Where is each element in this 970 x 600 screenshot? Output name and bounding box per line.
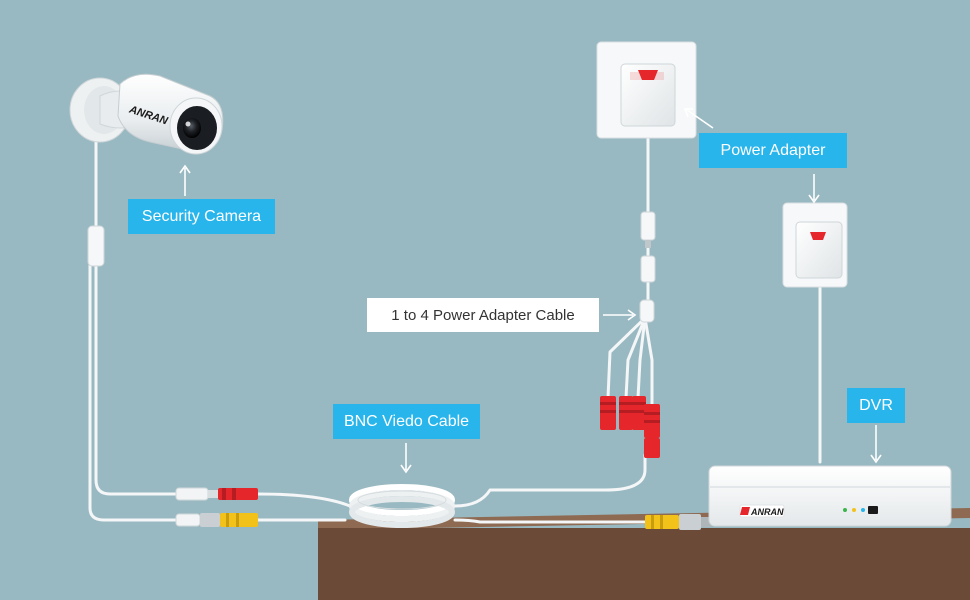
power-adapter-body	[795, 221, 843, 279]
arrows	[179, 108, 882, 474]
dvr-usb-port	[868, 506, 878, 514]
label-dvr: DVR	[847, 388, 905, 423]
adapter-logo-mark	[810, 232, 826, 240]
camera-lens	[183, 118, 201, 138]
dvr-bnc-connector	[645, 514, 711, 530]
arrow-to-top-adapter	[683, 108, 714, 129]
camera-power-lead	[94, 260, 180, 496]
splitter-dc-jack	[640, 255, 656, 283]
camera-cable-junction	[87, 225, 105, 267]
bnc-power-line	[256, 492, 352, 508]
dvr-network-led	[861, 508, 865, 512]
arrow-to-camera	[179, 164, 191, 196]
bnc-to-dvr-line	[453, 518, 647, 524]
adapter-logo-mark	[638, 70, 658, 80]
dvr-power-led	[843, 508, 847, 512]
splitter-hub	[639, 211, 656, 323]
bnc-to-splitter-line	[453, 453, 647, 508]
camera-video-lead	[88, 260, 180, 522]
camera-video-plug-white	[175, 513, 201, 527]
arrow-to-bnc-coil	[400, 443, 412, 474]
arrow-to-splitter	[603, 309, 637, 321]
label-bnc-cable: BNC Viedo Cable	[333, 404, 480, 439]
label-splitter-cable: 1 to 4 Power Adapter Cable	[367, 298, 599, 332]
camera-power-plug-white	[175, 487, 209, 501]
splitter-branch-4	[643, 316, 654, 407]
arrow-to-dvr	[870, 425, 882, 464]
label-security-camera: Security Camera	[128, 199, 275, 234]
splitter-branch-1	[606, 316, 647, 400]
camera-connectors	[175, 487, 258, 527]
splitter-branch-2	[624, 316, 647, 400]
wall-power-adapter-top	[596, 41, 697, 139]
adapter-dc-plug	[640, 211, 656, 241]
security-camera: ANRAN	[69, 73, 224, 155]
power-adapter-body	[620, 63, 676, 127]
wall-power-adapter-dvr	[782, 202, 848, 288]
label-power-adapter: Power Adapter	[699, 133, 847, 168]
dvr-logo: ANRAN	[750, 507, 784, 517]
splitter-branch-3	[636, 316, 647, 400]
power-plug-red	[218, 488, 258, 500]
dvr-device: ANRAN	[708, 465, 952, 527]
bnc-cable-coil	[349, 484, 455, 528]
table-front	[318, 528, 970, 600]
splitter-plugs	[600, 396, 660, 458]
arrow-to-dvr-adapter	[808, 174, 820, 204]
dvr-hdd-led	[852, 508, 856, 512]
